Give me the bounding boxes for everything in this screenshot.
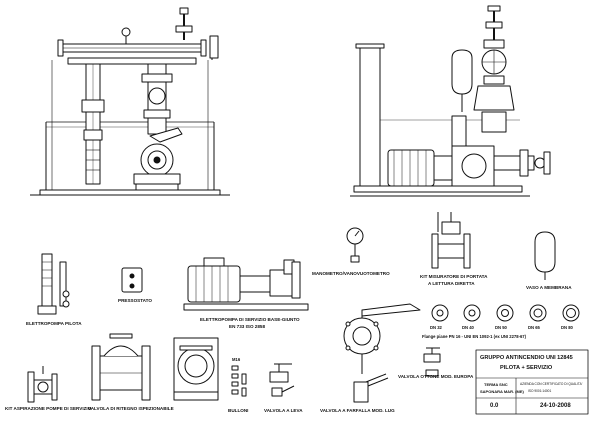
front-view-assembly <box>30 7 230 196</box>
label-bolt-size: M16 <box>232 357 241 362</box>
label-butterfly-lug: VALVOLA A FARFALLA MOD. LUG <box>320 408 395 413</box>
flange-label-dn40: DN 40 <box>462 325 474 330</box>
company-name: TERMA SNC <box>484 382 508 387</box>
title-block <box>475 349 589 415</box>
title-main: GRUPPO ANTINCENDIO UNI 12845 <box>480 355 573 361</box>
service-pump-drawing <box>183 257 309 311</box>
flange-label-dn65: DN 65 <box>528 325 540 330</box>
pressure-switch-drawing <box>121 267 143 293</box>
revision-number: 0.0 <box>490 403 499 409</box>
flowmeter-kit-drawing <box>431 212 471 269</box>
check-valve-drawing <box>91 333 151 401</box>
flange-label-dn50: DN 50 <box>495 325 507 330</box>
lever-valve-drawing <box>269 363 295 397</box>
label-pilot-pump: ELETTROPOMPA PILOTA <box>26 321 82 326</box>
bolts-drawing <box>231 365 247 397</box>
label-flange-note: Flange piane PN 16 - UNI EN 1092-1 (ex U… <box>422 334 527 339</box>
certification-standard: ISO 9001:14001 <box>528 389 552 393</box>
label-check-valve: VALVOLA DI RITEGNO ISPEZIONABILE <box>88 406 174 411</box>
label-service-pump: ELETTROPOMPA DI SERVIZIO BASE-GIUNTO <box>200 317 300 322</box>
certification-text: AZIENDA CON CERTIFICATO DI QUALITA' <box>520 382 583 386</box>
label-brass-valve: VALVOLA OTTONE MOD. EUROPA <box>398 374 474 379</box>
label-flowmeter-1: KIT MISURATORE DI PORTATA <box>420 274 488 279</box>
inspection-flange-drawing <box>173 337 219 401</box>
label-en-norm: EN 733 ISO 2858 <box>229 324 266 329</box>
drawing-date: 24-10-2008 <box>540 403 571 409</box>
label-pressure-switch: PRESSOSTATO <box>118 298 152 303</box>
pilot-pump-drawing <box>37 253 70 315</box>
butterfly-valve-lug-drawing <box>353 373 389 403</box>
label-suction-kit: KIT ASPIRAZIONE POMPE DI SERVIZIO <box>5 406 92 411</box>
label-gauge: MANOMETRO/VANOVUOTOMETRO <box>312 271 390 276</box>
membrane-vessel-drawing <box>534 231 556 280</box>
label-flowmeter-2: A LETTURA DIRETTA <box>428 281 475 286</box>
label-lever-valve: VALVOLA A LEVA <box>264 408 303 413</box>
flange-label-dn32: DN 32 <box>430 325 442 330</box>
suction-kit-drawing <box>27 366 58 403</box>
butterfly-valve-lever-drawing <box>343 303 421 374</box>
flange-label-dn80: DN 80 <box>561 325 573 330</box>
company-location: SAPONARA MAR. (ME) <box>480 389 524 394</box>
label-membrane-vessel: VASO A MEMBRANA <box>526 285 572 290</box>
title-sub: PILOTA + SERVIZIO <box>500 365 553 371</box>
pressure-gauge-drawing <box>346 227 364 263</box>
side-view-assembly <box>350 5 551 197</box>
flanges-drawing <box>431 304 580 322</box>
label-bolts: BULLONI <box>228 408 249 413</box>
brass-valve-drawing <box>423 347 441 377</box>
